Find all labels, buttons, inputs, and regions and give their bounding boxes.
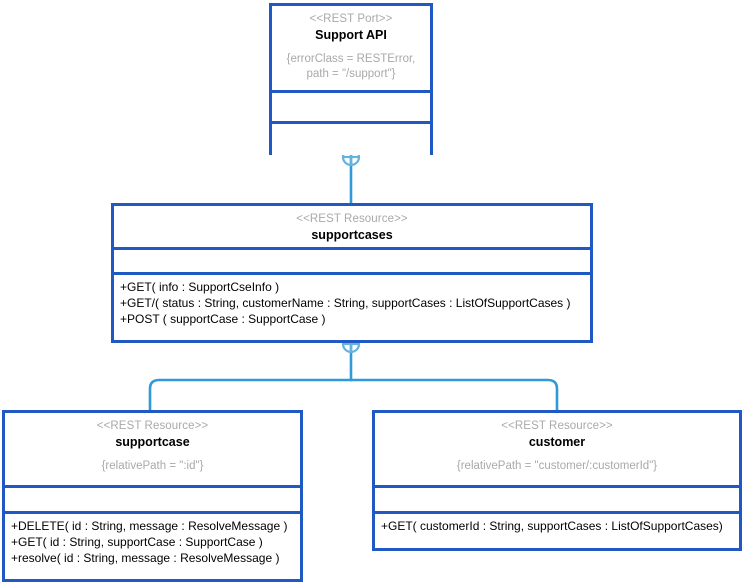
edge-branch-left [148, 378, 353, 412]
class-stereotype: <<REST Resource>> [296, 213, 408, 225]
class-attributes-supportcase [5, 485, 300, 511]
operation-row: +GET( info : SupportCseInfo ) [120, 280, 280, 294]
class-name: Support API [315, 28, 387, 42]
class-header-supportcases: <<REST Resource>> supportcases [114, 206, 590, 247]
class-name: supportcases [311, 228, 393, 242]
class-header-support-api: <<REST Port>> Support API {errorClass = … [272, 6, 430, 90]
class-node-customer[interactable]: <<REST Resource>> customer {relativePath… [372, 410, 742, 551]
class-name: customer [528, 435, 586, 449]
class-stereotype: <<REST Resource>> [501, 420, 613, 432]
class-attributes-customer [375, 485, 739, 511]
class-header-customer: <<REST Resource>> customer {relativePath… [375, 413, 739, 485]
class-operations-supportcases: +GET( info : SupportCseInfo ) +GET/( sta… [114, 272, 590, 340]
operation-row: +DELETE( id : String, message : ResolveM… [11, 519, 288, 533]
class-attributes-supportcases [114, 247, 590, 272]
operation-row: +POST ( supportCase : SupportCase ) [120, 312, 326, 326]
class-tagged-values: {relativePath = ":id"} [101, 460, 204, 472]
class-header-supportcase: <<REST Resource>> supportcase {relativeP… [5, 413, 300, 485]
operation-row: +GET/( status : String, customerName : S… [120, 296, 571, 310]
class-operations-supportcase: +DELETE( id : String, message : ResolveM… [5, 511, 300, 579]
class-name: supportcase [115, 435, 190, 449]
operation-row: +GET( id : String, supportCase : Support… [11, 535, 263, 549]
class-operations-customer: +GET( customerId : String, supportCases … [375, 511, 739, 548]
operation-row: +GET( customerId : String, supportCases … [381, 519, 723, 533]
edge-support-api-to-supportcases [341, 147, 361, 203]
edge-supportcases-to-children [148, 334, 559, 412]
class-node-supportcases[interactable]: <<REST Resource>> supportcases +GET( inf… [111, 203, 593, 343]
class-stereotype: <<REST Port>> [309, 13, 393, 25]
class-stereotype: <<REST Resource>> [96, 420, 209, 432]
class-tagged-values: {errorClass = RESTError, path = "/suppor… [286, 53, 416, 80]
edge-branch-right [349, 378, 559, 412]
class-attributes-support-api [272, 90, 430, 121]
operations-empty [278, 128, 424, 150]
class-tagged-values: {relativePath = "customer/:customerId"} [456, 460, 658, 472]
attributes-empty [5, 488, 300, 511]
class-operations-support-api [272, 121, 430, 155]
operation-row: +resolve( id : String, message : Resolve… [11, 551, 280, 565]
class-node-supportcase[interactable]: <<REST Resource>> supportcase {relativeP… [2, 410, 303, 582]
attributes-empty [114, 250, 590, 272]
class-node-support-api[interactable]: <<REST Port>> Support API {errorClass = … [269, 3, 433, 155]
attributes-empty [272, 93, 430, 121]
attributes-empty [375, 488, 739, 511]
